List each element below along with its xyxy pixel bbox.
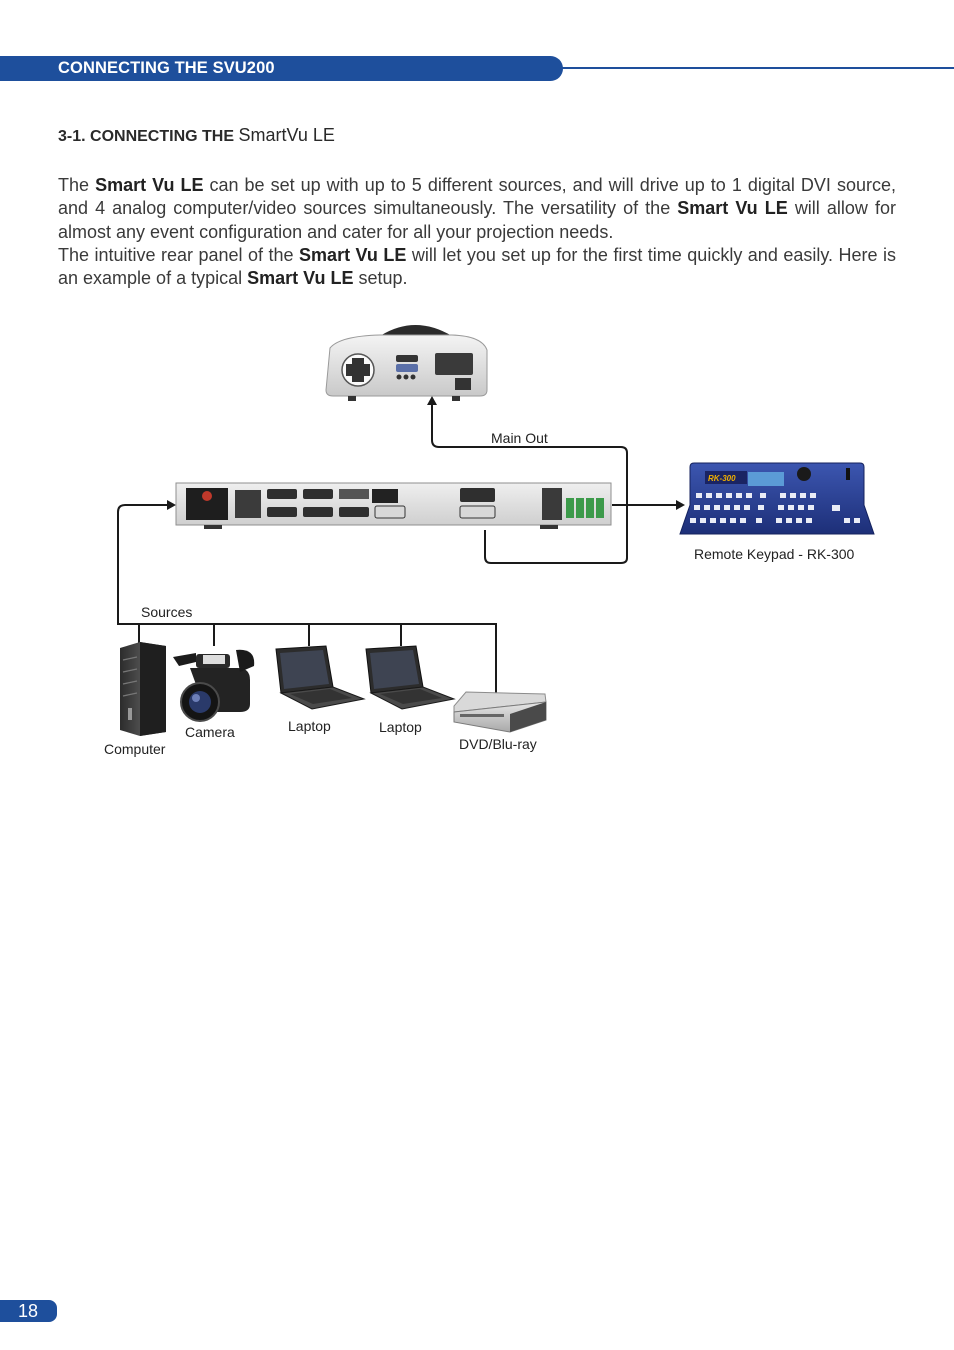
camera-icon xyxy=(173,649,255,722)
main-out-cable xyxy=(431,401,628,564)
banner-title: CONNECTING THE SVU200 xyxy=(58,59,275,77)
projector-icon xyxy=(325,325,488,401)
section-heading-product: SmartVu LE xyxy=(238,125,335,145)
connection-diagram: RK-300 Remote Keypad - RK-300 Main Out S… xyxy=(104,325,875,757)
laptop-icon xyxy=(275,645,366,710)
p1-text-1: The xyxy=(58,175,90,195)
dvd-player-icon xyxy=(453,691,547,733)
sources-cable xyxy=(117,504,497,706)
remote-keypad-icon: RK-300 xyxy=(679,462,875,535)
computer-label: Computer xyxy=(104,741,166,757)
computer-tower-icon xyxy=(120,642,166,736)
cable-lines xyxy=(117,401,680,706)
header-rule xyxy=(560,67,954,69)
arrow-right-icon xyxy=(676,500,685,510)
p2-text-1: The intuitive rear panel of the xyxy=(58,244,294,265)
section-heading-prefix: 3-1. CONNECTING THE xyxy=(58,128,235,145)
p2-text-3: setup. xyxy=(358,268,408,289)
paragraph-1: The Smart Vu LE can be set up with up to… xyxy=(58,174,896,244)
intro-text: The Smart Vu LE can be set up with up to… xyxy=(58,174,896,290)
p1-text-2: can be set up with up to 5 different sou… xyxy=(58,175,896,219)
page-number-tab xyxy=(0,1300,57,1322)
header-banner xyxy=(0,56,563,81)
p2-text-2: will let you set up for the first time q… xyxy=(58,244,896,289)
section-heading: 3-1. CONNECTING THE SmartVu LE xyxy=(58,125,335,146)
arrow-right-icon xyxy=(167,500,176,510)
sources-label: Sources xyxy=(141,604,192,620)
camera-label: Camera xyxy=(185,724,235,740)
dvd-label: DVD/Blu-ray xyxy=(459,736,537,752)
laptop-2-label: Laptop xyxy=(379,719,422,735)
cable-arrows xyxy=(167,396,685,510)
laptop-1-label: Laptop xyxy=(288,718,331,734)
arrow-up-icon xyxy=(427,396,437,405)
p1-product-2: Smart Vu LE xyxy=(677,198,788,219)
page-number: 18 xyxy=(18,1301,39,1321)
p1-text-3: will allow for almost any event configur… xyxy=(58,198,896,242)
main-out-label: Main Out xyxy=(491,430,548,446)
keypad-label: Remote Keypad - RK-300 xyxy=(694,546,855,562)
p2-product-2: Smart Vu LE xyxy=(247,268,354,289)
keypad-screen-text: RK-300 xyxy=(708,474,736,483)
paragraph-2: The intuitive rear panel of the Smart Vu… xyxy=(58,244,896,291)
laptop-icon xyxy=(365,645,456,710)
smartvu-rear-panel-icon xyxy=(175,482,612,529)
p1-product-1: Smart Vu LE xyxy=(95,175,204,195)
p2-product-1: Smart Vu LE xyxy=(299,244,407,265)
